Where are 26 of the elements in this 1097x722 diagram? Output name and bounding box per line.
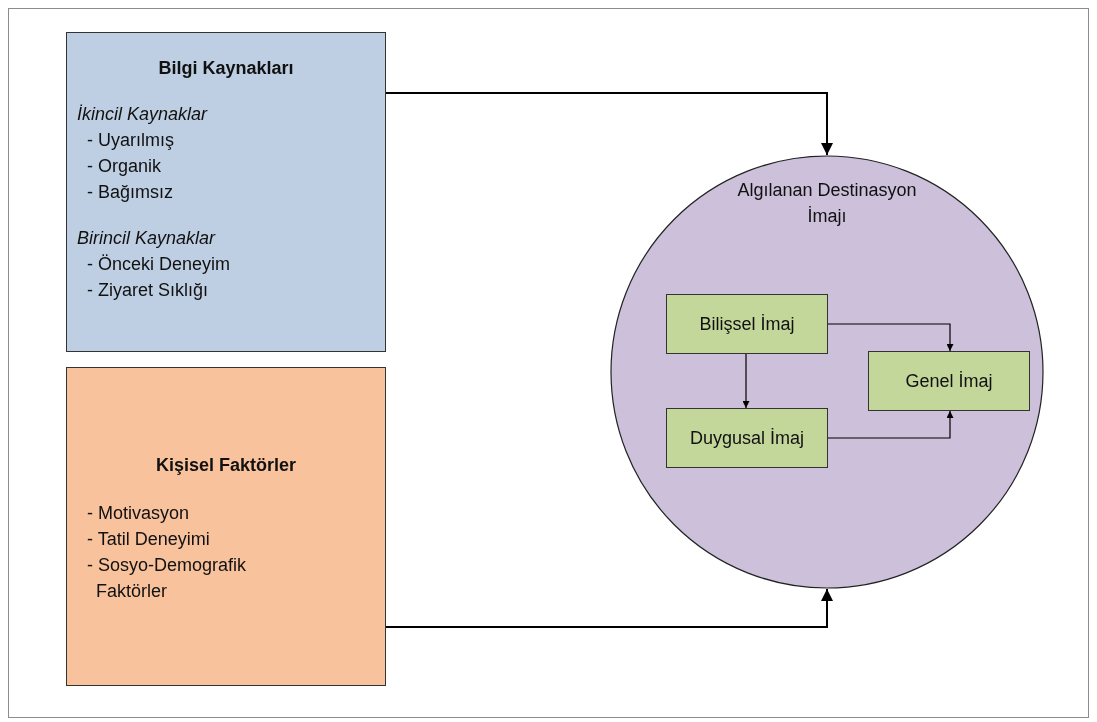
list-item: - Bağımsız xyxy=(87,181,175,204)
list-item: - Ziyaret Sıklığı xyxy=(87,279,210,302)
box-heading: Bilgi Kaynakları xyxy=(157,57,295,80)
list-item: - Önceki Deneyim xyxy=(87,253,232,276)
overall-image-box xyxy=(868,351,1030,411)
box-label: Duygusal İmaj xyxy=(689,427,804,450)
arrow xyxy=(385,92,833,156)
box-label: Bilişsel İmaj xyxy=(699,313,795,336)
circle-heading: Algılanan Destinasyon İmajı xyxy=(736,179,918,228)
list-item: - Organik xyxy=(87,155,163,178)
box-label: Genel İmaj xyxy=(905,370,993,393)
list-item: - Tatil Deneyimi xyxy=(87,528,211,551)
box-heading: Kişisel Faktörler xyxy=(154,454,298,477)
arrow xyxy=(827,410,954,439)
arrow xyxy=(827,323,954,352)
information-sources-box xyxy=(66,32,386,352)
list-item: - Uyarılmış xyxy=(87,129,175,152)
list-subheading: İkincil Kaynaklar xyxy=(77,103,209,126)
list-subheading: Birincil Kaynaklar xyxy=(77,227,217,250)
personal-factors-box xyxy=(66,367,386,686)
arrow xyxy=(742,353,750,409)
arrow xyxy=(385,588,833,628)
list-item: - Motivasyon xyxy=(87,502,191,525)
affective-image-box xyxy=(666,408,828,468)
cognitive-image-box xyxy=(666,294,828,354)
list-item: - Sosyo-Demografik Faktörler xyxy=(87,554,248,603)
